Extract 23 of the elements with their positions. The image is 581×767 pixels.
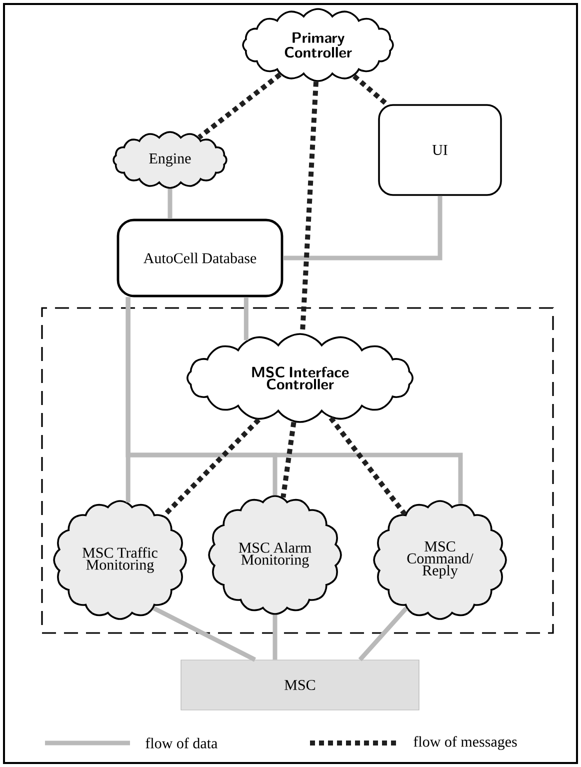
cloud-node: MSC Traffic Monitoring: [53, 500, 187, 620]
message-line: [162, 418, 261, 518]
data-line: [168, 188, 172, 219]
message-line: [328, 416, 407, 516]
data-line: [126, 297, 463, 504]
cloud-node: MSC Command/ Reply: [373, 500, 507, 620]
legend-label: flow of messages: [414, 736, 517, 750]
message-line: [198, 72, 282, 140]
cloud-node: MSC Interface Controller: [186, 333, 414, 423]
dashed-boundary: [41, 307, 554, 634]
data-line: [244, 297, 248, 340]
rounded-box: UI: [378, 104, 502, 196]
legend-label: flow of data: [146, 738, 218, 748]
cloud-node: Primary Controller: [242, 8, 394, 82]
data-line: [152, 606, 256, 662]
cloud-node: MSC Alarm Monitoring: [208, 495, 342, 615]
msc-box: MSC: [180, 660, 420, 710]
data-line: [358, 606, 408, 662]
database-box: AutoCell Database: [116, 218, 284, 298]
message-line: [280, 422, 296, 498]
cloud-node: Engine: [112, 131, 228, 189]
data-line: [272, 614, 278, 660]
message-line: [352, 74, 388, 106]
